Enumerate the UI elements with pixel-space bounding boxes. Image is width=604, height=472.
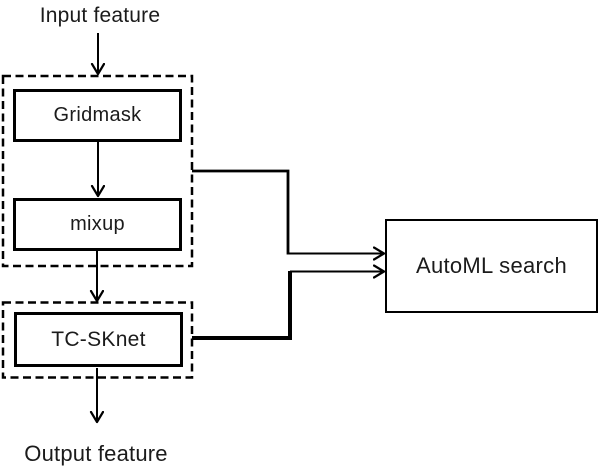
gridmask-node: Gridmask — [13, 89, 182, 142]
mixup-node: mixup — [13, 198, 182, 251]
mixup-node-label: mixup — [70, 213, 125, 235]
gridmask-node-label: Gridmask — [53, 104, 142, 126]
automl-search-node-label: AutoML search — [415, 253, 568, 278]
tcsknet-node-label: TC-SKnet — [51, 327, 146, 351]
augmentation-to-automl-elbow — [192, 169, 290, 255]
automl-search-node: AutoML search — [385, 219, 598, 313]
tcsknet-to-automl-elbow — [192, 271, 292, 340]
tcsknet-node: TC-SKnet — [14, 312, 183, 367]
input-feature-label: Input feature — [39, 4, 161, 27]
augmentation-dashed-group — [1, 74, 194, 268]
output-feature-label: Output feature — [24, 441, 168, 466]
